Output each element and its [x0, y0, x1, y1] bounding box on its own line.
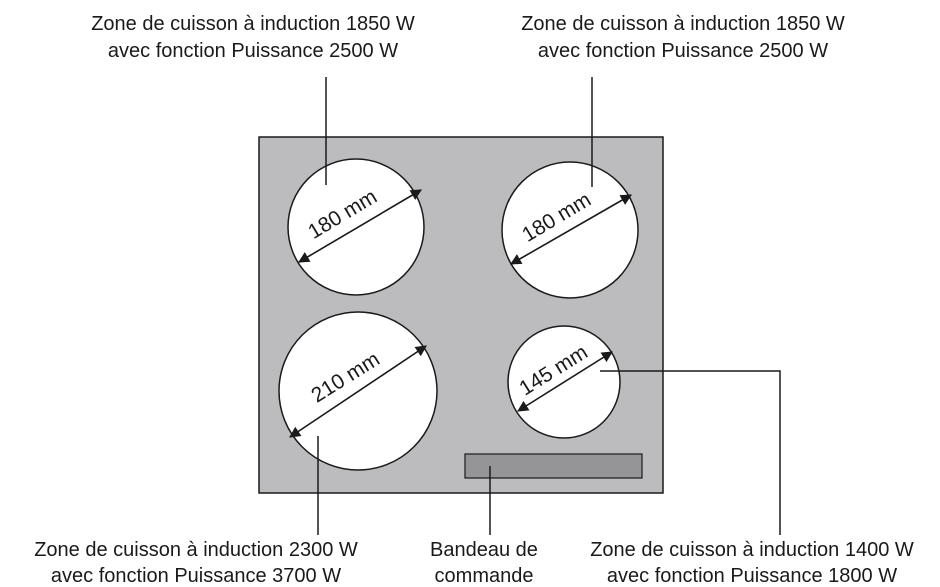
- label-rear-right-line2: avec fonction Puissance 2500 W: [538, 40, 828, 62]
- label-rear-left-line2: avec fonction Puissance 2500 W: [108, 40, 398, 62]
- label-front-left-line2: avec fonction Puissance 3700 W: [51, 565, 341, 587]
- zone-rear-right-dimension-arrow: [510, 194, 632, 265]
- zone-rear-left-dimension-arrow: [298, 189, 422, 263]
- zone-rear-right: 180 mm: [501, 161, 639, 299]
- label-control-panel-line2: commande: [435, 565, 534, 587]
- zone-front-right-dimension-arrow: [517, 351, 613, 412]
- zone-front-left-dimension-arrow: [289, 345, 427, 438]
- zone-front-left: 210 mm: [278, 311, 438, 471]
- label-rear-right-line1: Zone de cuisson à induction 1850 W: [521, 13, 845, 35]
- label-front-right-line2: avec fonction Puissance 1800 W: [607, 565, 897, 587]
- zone-front-right: 145 mm: [507, 325, 621, 439]
- control-panel-strip: [464, 453, 643, 479]
- label-front-left-line1: Zone de cuisson à induction 2300 W: [34, 539, 358, 561]
- label-front-right-line1: Zone de cuisson à induction 1400 W: [590, 539, 914, 561]
- label-rear-left-line1: Zone de cuisson à induction 1850 W: [91, 13, 415, 35]
- label-control-panel-line1: Bandeau de: [430, 539, 538, 561]
- leader-line-front-right: [600, 370, 781, 535]
- zone-rear-left: 180 mm: [287, 158, 425, 296]
